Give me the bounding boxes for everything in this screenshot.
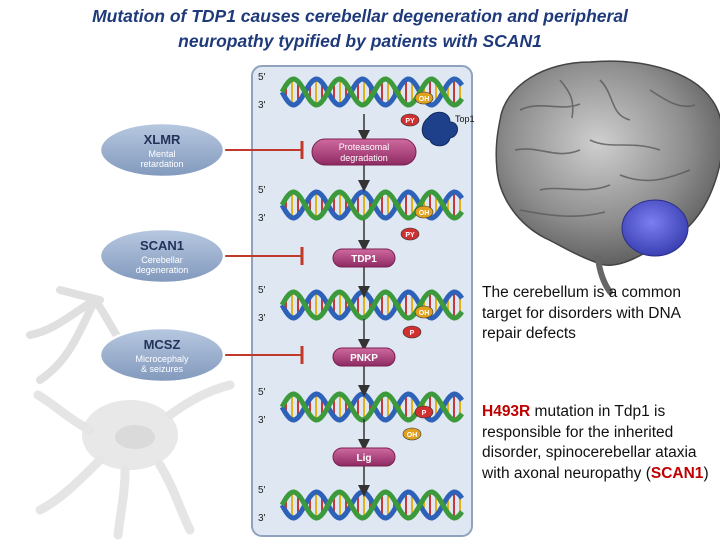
disease-highlight: SCAN1 — [650, 464, 704, 482]
oh-tag — [414, 91, 434, 105]
disease-mcsz: MCSZ Microcephaly& seizures — [98, 326, 304, 384]
three-prime-label: 3' — [258, 313, 266, 324]
disease-desc: degeneration — [136, 265, 189, 275]
pathway-step: PNKP — [332, 319, 396, 397]
dna-helix: 5' 3' — [258, 387, 465, 426]
disease-desc: Microcephaly — [135, 354, 189, 364]
disease-desc: Cerebellar — [141, 255, 183, 265]
dna-helix: 5' 3' — [258, 485, 465, 524]
dna-strand — [279, 289, 465, 321]
oh-tag — [414, 305, 434, 319]
disease-name: XLMR — [144, 132, 181, 147]
oh-tag-label: OH — [419, 210, 430, 217]
five-prime-label: 5' — [258, 185, 266, 196]
step-label: Lig — [357, 453, 372, 464]
title-line-2: neuropathy typified by patients with SCA… — [178, 31, 542, 51]
step-pill — [332, 347, 396, 367]
cerebellum — [621, 199, 689, 257]
disease-oval — [98, 121, 226, 179]
disease-oval — [98, 227, 226, 285]
text-block-2: H493R mutation in Tdp1 is responsible fo… — [482, 402, 718, 484]
five-prime-label: 5' — [258, 387, 266, 398]
dna-strand — [279, 391, 465, 423]
oh-tag-label: OH — [407, 432, 418, 439]
dna-strand — [279, 76, 465, 108]
step-label: degradation — [340, 153, 388, 163]
p-tag — [402, 325, 422, 339]
dna-strand — [279, 189, 465, 221]
step-label: TDP1 — [351, 254, 377, 265]
dna-helix: 5' 3' — [258, 185, 465, 224]
p-tag-label: P — [410, 330, 415, 337]
oh-tag-label: OH — [419, 96, 430, 103]
text-block-2-body: mutation in Tdp1 is responsible for the … — [482, 403, 697, 482]
dna-strand — [279, 76, 465, 108]
disease-desc: retardation — [140, 159, 183, 169]
top1-label: Top1 — [455, 114, 475, 124]
pathway-step: Lig — [332, 419, 396, 497]
neuron-illustration — [26, 286, 235, 540]
disease-name: SCAN1 — [140, 238, 184, 253]
text-block-2-end: ) — [703, 464, 709, 482]
top1-protein — [421, 111, 458, 147]
oh-tag — [402, 427, 422, 441]
disease-oval — [98, 326, 226, 384]
p-tag-label: P — [422, 410, 427, 417]
pathway-step: TDP1 — [332, 220, 396, 298]
title-line-1: Mutation of TDP1 causes cerebellar degen… — [92, 6, 628, 26]
five-prime-label: 5' — [258, 72, 266, 83]
disease-desc: Mental — [148, 149, 175, 159]
mutation-label: H493R — [482, 403, 531, 420]
five-prime-label: 5' — [258, 485, 266, 496]
dna-strand — [279, 489, 465, 521]
three-prime-label: 3' — [258, 100, 266, 111]
dna-strand — [279, 189, 465, 221]
dna-helix: 5' 3' — [258, 72, 465, 111]
pathway-panel — [251, 65, 473, 537]
three-prime-label: 3' — [258, 513, 266, 524]
brain-illustration — [495, 60, 720, 295]
dna-strand — [279, 391, 465, 423]
py-tag — [400, 227, 420, 241]
p-tag — [414, 405, 434, 419]
oh-tag — [414, 205, 434, 219]
oh-tag-label: OH — [419, 310, 430, 317]
step-label: Proteasomal — [339, 142, 390, 152]
disease-name: MCSZ — [144, 337, 181, 352]
disease-desc: & seizures — [141, 364, 184, 374]
three-prime-label: 3' — [258, 213, 266, 224]
step-label: PNKP — [350, 353, 378, 364]
text-block-1: The cerebellum is a common target for di… — [482, 284, 681, 342]
dna-strand — [279, 289, 465, 321]
dna-helix: 5' 3' — [258, 285, 465, 324]
page-title: Mutation of TDP1 causes cerebellar degen… — [0, 4, 720, 54]
py-tag-label: PY — [405, 118, 415, 125]
dna-strand — [279, 489, 465, 521]
five-prime-label: 5' — [258, 285, 266, 296]
step-pill — [332, 447, 396, 467]
three-prime-label: 3' — [258, 415, 266, 426]
py-tag-label: PY — [405, 232, 415, 239]
py-tag — [400, 113, 420, 127]
step-pill — [332, 248, 396, 268]
step-pill — [311, 138, 417, 166]
